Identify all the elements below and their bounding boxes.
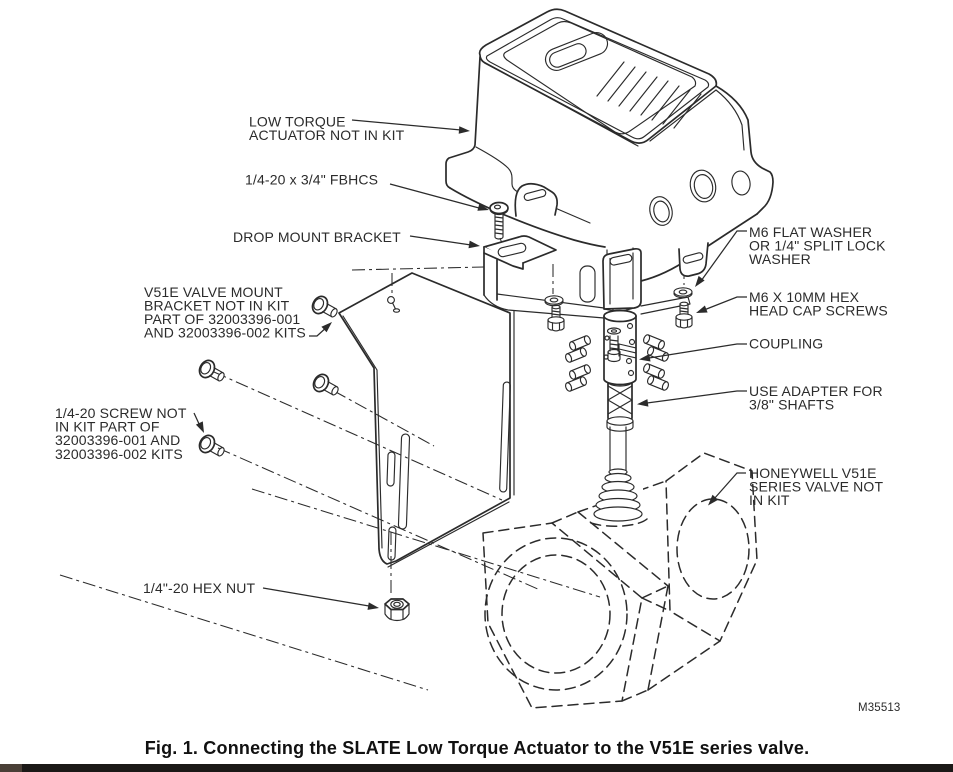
valve-mount-bracket-part [338,272,515,568]
callout-fbhcs-text: 1/4-20 x 3/4" FBHCS [245,172,378,188]
callout-drop-mount-text: DROP MOUNT BRACKET [233,229,401,245]
callout-valve-text: HONEYWELL V51E SERIES VALVE NOT IN KIT [749,465,887,508]
valve-body [482,452,758,709]
callout-valve-mount: V51E VALVE MOUNT BRACKET NOT IN KIT PART… [144,284,332,341]
callout-screw-text: 1/4-20 SCREW NOT IN KIT PART OF 32003396… [55,405,190,462]
coupling-part [603,309,637,386]
quarter-20-screws [198,295,339,457]
actuator-enclosure [445,8,774,282]
callout-fbhcs: 1/4-20 x 3/4" FBHCS [245,172,489,211]
callout-low-torque: LOW TORQUE ACTUATOR NOT IN KIT [249,114,470,144]
bottom-bar [0,764,953,772]
pin-detail [387,296,401,313]
callout-m6-washer: M6 FLAT WASHER OR 1/4" SPLIT LOCK WASHER [695,224,890,287]
coupling-set-screws [565,334,669,392]
m6-hex-cap-screws-part [547,301,693,332]
phantom-centerlines [59,237,685,691]
drawing-number: M35513 [858,702,900,714]
callout-valve-mount-text: V51E VALVE MOUNT BRACKET NOT IN KIT PART… [144,284,306,341]
fbhcs-screw-part [489,201,509,240]
callout-adapter-text: USE ADAPTER FOR 3/8" SHAFTS [749,383,887,413]
callout-coupling-text: COUPLING [749,336,823,352]
callout-m6-screws: M6 X 10MM HEX HEAD CAP SCREWS [696,289,888,319]
callout-drop-mount: DROP MOUNT BRACKET [233,229,480,249]
callout-hex-nut: 1/4"-20 HEX NUT [143,580,379,610]
hex-nut-part [384,598,410,622]
callout-hex-nut-text: 1/4"-20 HEX NUT [143,580,256,596]
valve-stem-and-gland [593,424,643,522]
callout-low-torque-text: LOW TORQUE ACTUATOR NOT IN KIT [249,114,405,144]
callout-adapter: USE ADAPTER FOR 3/8" SHAFTS [637,383,887,413]
figure-caption: Fig. 1. Connecting the SLATE Low Torque … [145,738,810,758]
shaft-adapter [606,377,634,432]
callout-m6-washer-text: M6 FLAT WASHER OR 1/4" SPLIT LOCK WASHER [749,224,890,267]
callout-valve: HONEYWELL V51E SERIES VALVE NOT IN KIT [708,465,887,508]
callout-m6-screws-text: M6 X 10MM HEX HEAD CAP SCREWS [749,289,888,319]
drop-mount-bracket-part [483,235,691,319]
callout-screw: 1/4-20 SCREW NOT IN KIT PART OF 32003396… [55,405,204,462]
callout-coupling: COUPLING [639,336,823,362]
